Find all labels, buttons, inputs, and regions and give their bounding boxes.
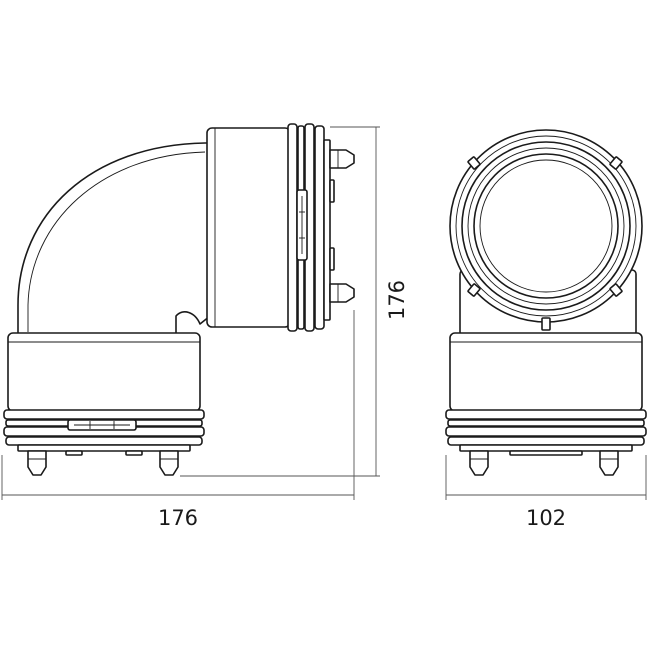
front-ring-4	[447, 436, 645, 446]
front-ring-1	[445, 409, 647, 420]
front-ring-2	[447, 419, 645, 427]
front-lug	[509, 450, 583, 456]
lower-flange	[17, 444, 191, 452]
front-stud-right	[599, 450, 619, 476]
side-view-elbow	[3, 123, 355, 476]
dimension-lines	[1, 126, 647, 500]
front-inner-ring	[473, 153, 619, 299]
lower-stud-left	[27, 450, 47, 476]
front-view	[445, 129, 647, 476]
lower-socket-body	[7, 332, 201, 412]
lower-socket-ring-1	[3, 409, 205, 420]
upper-socket-body	[206, 127, 291, 328]
lower-stud-right	[159, 450, 179, 476]
lower-socket-ring-4	[5, 436, 203, 446]
elbow-inner-curve	[27, 151, 206, 332]
lower-lug-2	[125, 450, 143, 456]
upper-stud-bottom	[329, 283, 355, 303]
lower-lug-1	[65, 450, 83, 456]
upper-lug-1	[329, 179, 335, 203]
upper-flange	[323, 139, 331, 321]
dimension-side-height: 176	[385, 280, 409, 320]
elbow-body	[17, 142, 211, 336]
front-bore	[479, 159, 613, 293]
upper-socket-ring-1	[287, 123, 298, 332]
upper-socket-ring-4	[314, 125, 325, 330]
upper-stud-top	[329, 149, 355, 169]
dimension-front-width: 102	[526, 506, 566, 530]
dimension-side-width: 176	[158, 506, 198, 530]
front-ring-3	[445, 426, 647, 437]
front-stud-left	[469, 450, 489, 476]
upper-lug-2	[329, 247, 335, 271]
front-socket-body	[449, 332, 643, 412]
front-flange	[459, 444, 633, 452]
